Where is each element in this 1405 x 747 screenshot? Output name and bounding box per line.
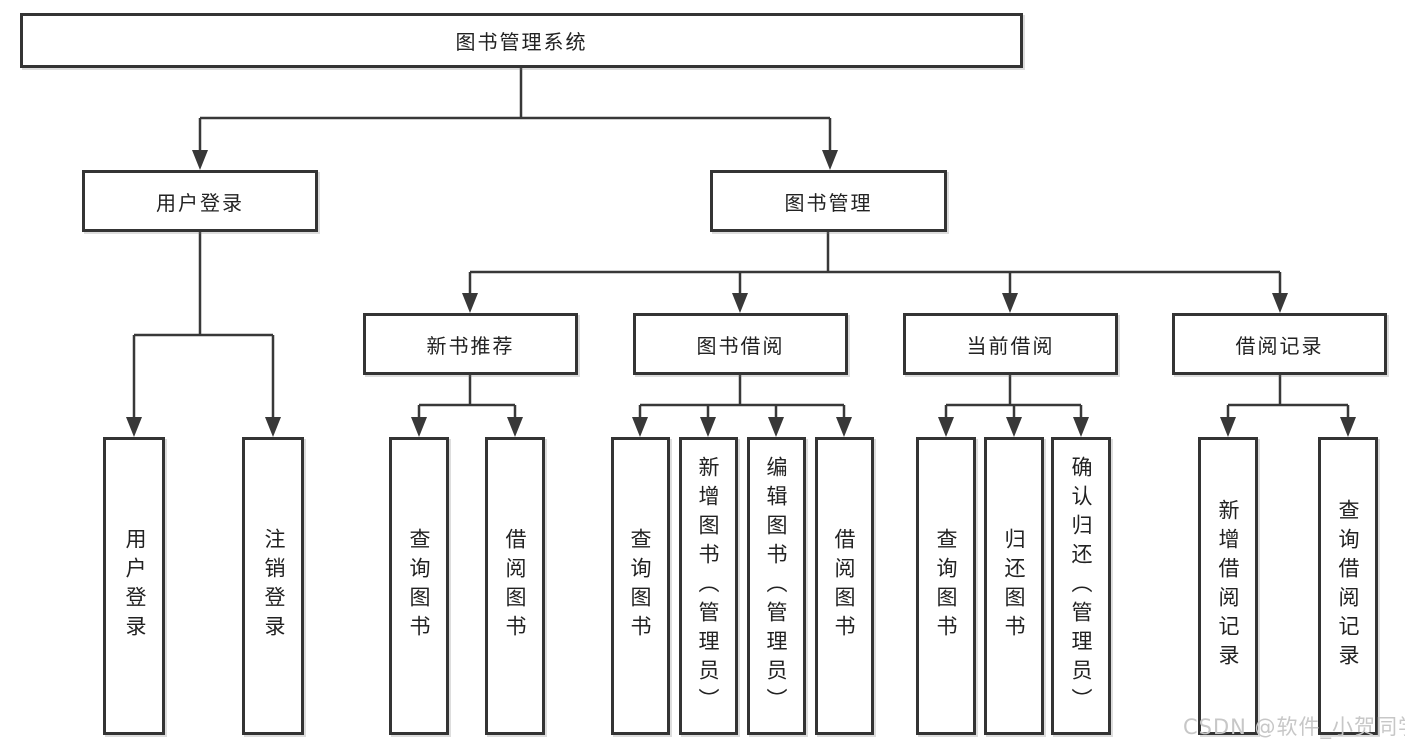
leaf-borrowing-edit-books-admin: 编辑图书（管理员） xyxy=(747,437,806,735)
arrow-down-icon xyxy=(1220,417,1236,437)
arrow-down-icon xyxy=(1006,417,1022,437)
arrowheads xyxy=(126,150,1356,437)
connector-new-book-to-leaves xyxy=(417,375,517,418)
node-user-login: 用户登录 xyxy=(82,170,318,232)
connector-book-borrowing-to-leaves xyxy=(638,375,846,418)
node-new-book-recommendation: 新书推荐 xyxy=(363,313,578,375)
connector-borrowing-records-to-leaves xyxy=(1226,375,1350,418)
arrow-down-icon xyxy=(700,417,716,437)
arrow-down-icon xyxy=(126,417,142,437)
arrow-down-icon xyxy=(1340,417,1356,437)
connector-book-management-to-level3 xyxy=(468,232,1282,294)
arrow-down-icon xyxy=(1073,417,1089,437)
leaf-current-query-books: 查询图书 xyxy=(916,437,976,735)
leaf-user-login: 用户登录 xyxy=(103,437,165,735)
node-current-borrowing: 当前借阅 xyxy=(903,313,1118,375)
node-book-borrowing: 图书借阅 xyxy=(633,313,848,375)
leaf-logout: 注销登录 xyxy=(242,437,304,735)
leaf-records-add-record: 新增借阅记录 xyxy=(1198,437,1258,735)
leaf-current-return-books: 归还图书 xyxy=(984,437,1044,735)
arrow-down-icon xyxy=(1002,293,1018,313)
arrow-down-icon xyxy=(822,150,838,170)
arrow-down-icon xyxy=(462,293,478,313)
arrow-down-icon xyxy=(938,417,954,437)
arrow-down-icon xyxy=(1272,293,1288,313)
leaf-borrowing-add-books-admin: 新增图书（管理员） xyxy=(679,437,738,735)
arrow-down-icon xyxy=(732,293,748,313)
leaf-borrowing-query-books: 查询图书 xyxy=(611,437,670,735)
arrow-down-icon xyxy=(836,417,852,437)
node-library-management-system: 图书管理系统 xyxy=(20,13,1023,68)
leaf-borrowing-borrow-books: 借阅图书 xyxy=(815,437,874,735)
leaf-current-confirm-return-admin: 确认归还（管理员） xyxy=(1051,437,1111,735)
csdn-watermark: CSDN @软件_小贺同学 xyxy=(1183,715,1405,739)
arrow-down-icon xyxy=(192,150,208,170)
leaf-records-query-record: 查询借阅记录 xyxy=(1318,437,1378,735)
node-book-management: 图书管理 xyxy=(710,170,947,232)
arrow-down-icon xyxy=(768,417,784,437)
connector-current-borrowing-to-leaves xyxy=(944,375,1083,418)
arrow-down-icon xyxy=(632,417,648,437)
arrow-down-icon xyxy=(265,417,281,437)
connector-root-to-level2 xyxy=(198,68,832,151)
node-borrowing-records: 借阅记录 xyxy=(1172,313,1387,375)
arrow-down-icon xyxy=(411,417,427,437)
leaf-newbook-query-books: 查询图书 xyxy=(389,437,449,735)
leaf-newbook-borrow-books: 借阅图书 xyxy=(485,437,545,735)
arrow-down-icon xyxy=(507,417,523,437)
connector-user-login-to-leaves xyxy=(132,232,275,418)
